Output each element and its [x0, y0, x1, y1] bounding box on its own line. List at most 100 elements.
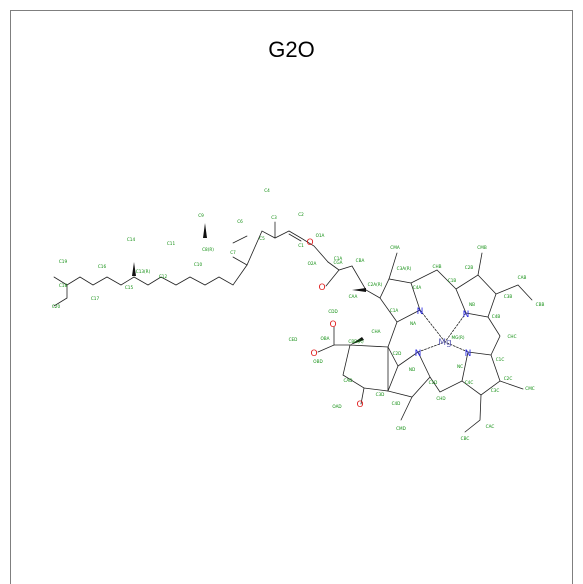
atom-label: CHA: [372, 329, 381, 334]
ring-b-bond: [455, 274, 497, 318]
methyl-bond: [477, 252, 483, 276]
methine-bond: [410, 269, 457, 290]
atom-name-labels: C1 C2 C3 C4 C5 C6 C7 C8(R) C9 C10 C11 C1…: [52, 188, 545, 441]
oxygen-carbonyl: O: [318, 283, 325, 293]
atom-label: C1B: [448, 278, 457, 283]
propionate-bond: [327, 261, 381, 299]
wedge-bond: [352, 288, 366, 292]
atom-label: C10: [194, 262, 203, 267]
atom-label: C4B: [492, 314, 501, 319]
atom-label: CDD: [328, 309, 337, 314]
oxygen-ester-2: O: [329, 320, 336, 330]
atom-label: C13(R): [136, 269, 151, 274]
atom-label: OBA: [320, 336, 329, 341]
atom-label: CAA: [349, 294, 358, 299]
atom-label: CMB: [477, 245, 487, 250]
atom-label: C19: [59, 259, 68, 264]
ring-e-bond: [342, 344, 389, 392]
magnesium: Mg: [438, 338, 451, 348]
atom-label: C9: [198, 213, 204, 218]
oxygen-ester: O: [306, 238, 313, 248]
methyl-bond: [400, 396, 413, 421]
atom-label: CAB: [518, 275, 527, 280]
ketone-double-bond: [360, 387, 365, 405]
atom-label: C20: [52, 304, 61, 309]
atom-label: C6: [237, 219, 243, 224]
molecule-title: G2O: [268, 37, 315, 62]
atom-label: OAD: [332, 404, 341, 409]
atom-label: CBC: [461, 436, 470, 441]
atom-label: C1: [298, 243, 304, 248]
coordination-bond: [417, 341, 446, 353]
atom-label: MG(R): [451, 335, 464, 340]
coordination-bond: [444, 312, 467, 343]
atom-label: CBD(R): [348, 339, 364, 344]
atom-label: CAC: [486, 424, 495, 429]
chain-double-bond: [232, 235, 248, 244]
atom-label: ND: [409, 367, 415, 372]
atom-label: C3: [271, 215, 277, 220]
ethyl-bond: [464, 394, 482, 433]
nitrogen-b: N: [463, 310, 470, 320]
wedge-bond: [350, 337, 364, 345]
atom-label: C11: [167, 241, 176, 246]
chain-branch-bond: [53, 276, 68, 286]
atom-label: C17: [91, 296, 100, 301]
hetero-atom-labels: N N N N Mg O O O O O: [306, 238, 471, 410]
atom-label: C1C: [496, 357, 505, 362]
atom-label: NC: [457, 364, 463, 369]
atom-label: C3C: [491, 388, 500, 393]
ring-a-bond: [379, 278, 421, 323]
oxygen-methoxy: O: [310, 349, 317, 359]
methine-bond: [429, 376, 463, 393]
wedge-bond: [132, 262, 136, 276]
atom-label: C12: [159, 274, 168, 279]
atom-label: C14: [127, 237, 136, 242]
atom-label: CMA: [390, 245, 400, 250]
atom-label: CBA: [356, 258, 365, 263]
atom-label: C1D: [429, 380, 438, 385]
carbonyl-double-bond: [325, 269, 340, 287]
ring-d-bond: [387, 351, 431, 398]
atom-label: C8(R): [202, 247, 214, 252]
atom-label: CED: [289, 337, 298, 342]
coordination-bond: [419, 309, 446, 343]
atom-label: C4D: [392, 401, 401, 406]
atom-label: C16: [98, 264, 107, 269]
atom-label: CMD: [396, 426, 406, 431]
oxygen-ketone: O: [356, 400, 363, 410]
atom-label: CAD: [343, 378, 352, 383]
atom-label: CGA: [333, 260, 342, 265]
atom-label: O2A: [308, 261, 317, 266]
methine-bond: [387, 321, 399, 367]
atom-label: OBD: [313, 359, 322, 364]
atom-label: C3B: [504, 294, 513, 299]
atom-label: C1A: [390, 308, 399, 313]
atom-label: C2A(R): [368, 282, 383, 287]
atom-label: C18: [59, 283, 68, 288]
atom-label: C2: [298, 212, 304, 217]
atom-label: CBB: [536, 302, 545, 307]
methyl-bond: [499, 380, 524, 390]
nitrogen-a: N: [417, 307, 424, 317]
atom-label: C1A: [334, 256, 343, 261]
methyl-ester-bond: [317, 344, 351, 353]
methyl-bond: [388, 252, 398, 280]
atom-label: NB: [469, 302, 475, 307]
atom-label: C3D: [376, 392, 385, 397]
atom-label: CHB: [433, 264, 442, 269]
atom-label: C2D: [393, 351, 402, 356]
atom-label: C4A: [413, 285, 422, 290]
atom-label: O1A: [316, 233, 325, 238]
methine-bond: [487, 316, 501, 356]
atom-label: C5: [259, 236, 265, 241]
bonds: [53, 221, 533, 433]
nitrogen-c: N: [465, 349, 472, 359]
atom-label: NA: [410, 321, 416, 326]
atom-label: C7: [230, 250, 236, 255]
atom-label: C4C: [465, 380, 474, 385]
atom-label: C2B: [465, 265, 474, 270]
ring-c-bond: [461, 351, 501, 396]
atom-label: CMC: [525, 386, 535, 391]
